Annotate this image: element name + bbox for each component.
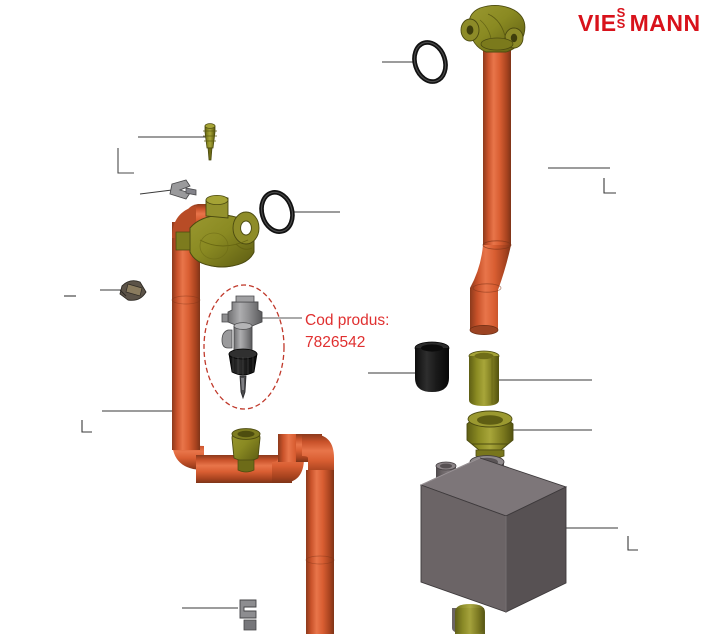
brass-hex-nut	[466, 410, 514, 459]
product-code-annotation: Cod produs: 7826542	[305, 310, 389, 355]
retaining-clip	[169, 179, 197, 200]
logo-text-part1: VIE	[578, 10, 617, 36]
sensor-plug	[203, 123, 217, 161]
pump-valve-body	[175, 194, 260, 268]
mounting-bracket	[119, 280, 147, 301]
annotation-part-number: 7826542	[305, 334, 366, 352]
copper-pipe-right	[469, 40, 512, 335]
annotation-label: Cod produs:	[305, 312, 390, 329]
air-vent-valve	[221, 295, 263, 400]
o-ring-top	[412, 40, 448, 84]
rubber-sleeve	[414, 341, 450, 392]
lower-brass-fitting	[455, 604, 485, 634]
flange-fitting-top	[460, 5, 526, 53]
o-ring-upper-left	[259, 190, 295, 234]
logo-s-top: S	[616, 5, 626, 20]
heat-exchanger-block	[419, 455, 568, 634]
logo-text-part2: MANN	[629, 10, 701, 36]
logo-s-bottom: S	[616, 16, 626, 31]
highlight-ellipse	[203, 284, 285, 410]
brass-fitting-pipe	[231, 428, 261, 473]
lower-clip	[239, 599, 257, 631]
callout-leader-lines	[64, 61, 638, 609]
copper-pipe-left	[171, 204, 335, 634]
brass-insert	[468, 350, 500, 406]
